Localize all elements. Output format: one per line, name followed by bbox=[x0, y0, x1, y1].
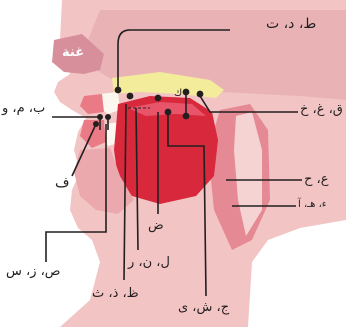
point-kaf bbox=[183, 89, 190, 96]
point-sad-zay-sin bbox=[105, 114, 111, 120]
label-za-dhal-tha: ظ، ذ، ث bbox=[92, 286, 139, 302]
label-ba-mim-waw: ب، م، و bbox=[2, 101, 45, 117]
label-lam-nun-ra: ل، ن، ر bbox=[128, 255, 170, 271]
label-fa: ف bbox=[55, 175, 70, 192]
point-fa bbox=[93, 121, 99, 127]
point-ba-mim-waw bbox=[97, 114, 103, 120]
point-jim-shin-ya bbox=[165, 109, 172, 116]
label-ta-da-ta: ط، د، ت bbox=[266, 16, 316, 33]
label-jim-shin-ya: ج، ش، ى bbox=[178, 300, 229, 316]
label-qaf-ghain-kha: ق، غ، خ bbox=[300, 102, 343, 118]
label-hamza-ha-alif: ء، هـ، آ bbox=[298, 199, 327, 211]
point-qaf-ghain-kha bbox=[197, 91, 204, 98]
label-dad: ض bbox=[148, 218, 164, 234]
label-ghunna: غنة bbox=[62, 45, 84, 61]
point-za-dhal-tha bbox=[127, 93, 134, 100]
point-kaf-tongue bbox=[183, 113, 190, 120]
label-kaf: ك bbox=[174, 88, 182, 100]
label-ain-ha: ع، ح bbox=[304, 172, 328, 188]
label-sad-zay-sin: ص، ز، س bbox=[6, 264, 61, 280]
point-ta-da-ta bbox=[115, 87, 122, 94]
point-dad bbox=[155, 95, 162, 102]
